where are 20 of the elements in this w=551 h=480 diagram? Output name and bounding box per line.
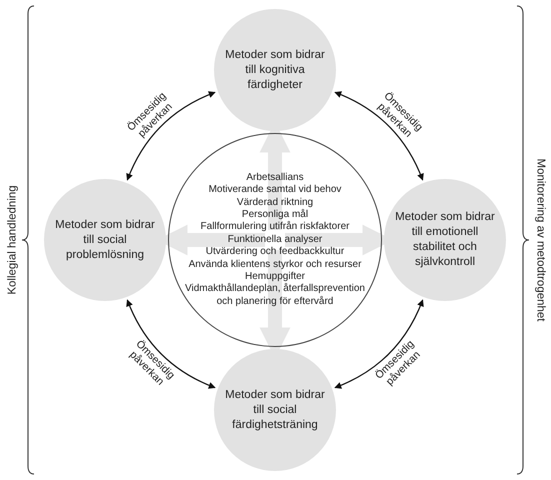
list-item: Funktionella analyser <box>228 234 322 246</box>
list-item: Använda klientens styrkor och resurser <box>188 258 362 272</box>
list-item: Utvärdering och feedbackkultur <box>206 246 344 259</box>
list-item: Vidmakthållandeplan, återfallsprevention och planering för eftervård <box>184 283 366 308</box>
list-item: Arbetsallians <box>246 172 304 184</box>
circle-text: Metoder som bidrar till kognitiva färdigheter <box>224 48 326 92</box>
side-label: Monitorering av metodtrogenhet <box>534 158 546 322</box>
double-arrow <box>126 91 216 181</box>
circle-text: Metoder som bidrar till emotionell stabilitet och självkontroll <box>394 210 496 270</box>
double-arrow <box>334 299 424 389</box>
list-item: Motiverande samtal vid behov <box>208 184 342 197</box>
double-arrow <box>334 91 424 181</box>
circle-text: Metoder som bidrar till social färdighetsträning <box>224 388 326 432</box>
list-item: Fallformulering utifrån riskfaktorer <box>200 221 350 234</box>
double-arrow <box>126 299 216 389</box>
list-item: Värderad riktning <box>236 196 314 209</box>
circle-text: Metoder som bidrar till social problemlösning <box>54 218 156 262</box>
list-item: Personliga mål <box>242 208 308 221</box>
list-item: Hemuppgifter <box>244 271 306 283</box>
side-label: Kollegial handledning <box>6 185 18 295</box>
